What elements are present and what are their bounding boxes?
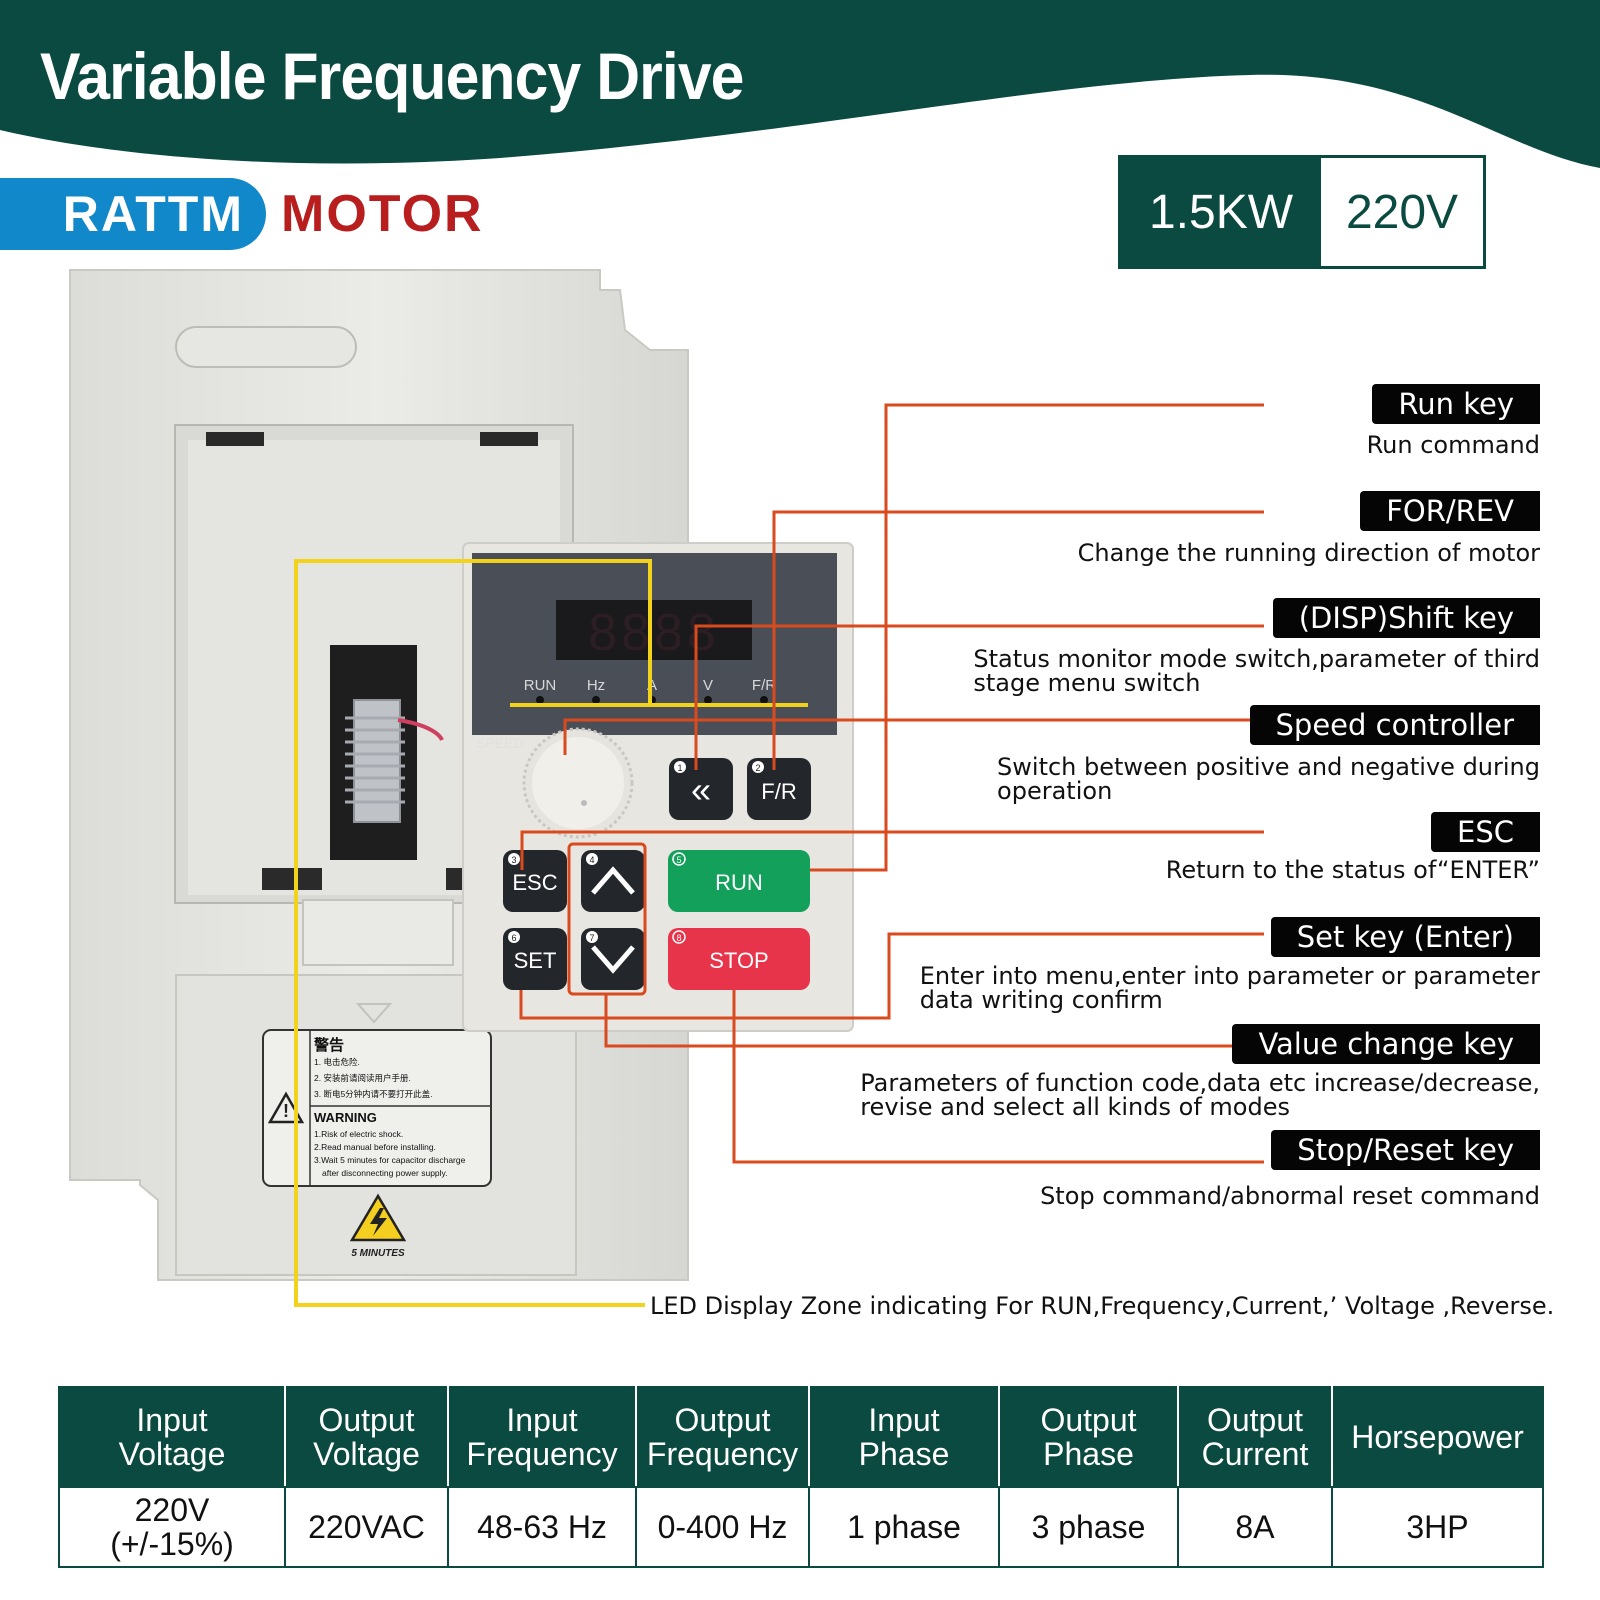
callout-set-key: Set key (Enter) — [1270, 917, 1540, 957]
brand-name: RATTM — [62, 186, 244, 242]
svg-text:SET: SET — [514, 948, 557, 973]
vfd-device-illustration: ! 警告 1. 电击危险. 2. 安装前请阅读用户手册. 3. 断电5分钟内请不… — [69, 269, 1264, 1307]
svg-text:3: 3 — [511, 855, 516, 865]
indicator-hz: Hz — [587, 677, 605, 694]
shift-key[interactable]: « 1 — [669, 758, 733, 820]
callout-stop-reset-key: Stop/Reset key — [1271, 1130, 1540, 1170]
svg-text:5 MINUTES: 5 MINUTES — [351, 1248, 405, 1259]
up-key[interactable]: 4 — [581, 850, 645, 912]
svg-text:3. 断电5分钟内请不要打开此盖.: 3. 断电5分钟内请不要打开此盖. — [314, 1089, 433, 1099]
callout-esc-desc: Return to the status of“ENTER” — [1165, 856, 1540, 884]
callout-speed-controller: Speed controller — [1249, 705, 1540, 745]
callout-shift-key-desc: Status monitor mode switch,parameter of … — [973, 645, 1540, 697]
brand-logo-badge: RATTM — [0, 178, 266, 250]
callout-set-key-desc: Enter into menu,enter into parameter or … — [919, 962, 1540, 1014]
spec-table: Input Voltage Output Voltage Input Frequ… — [58, 1386, 1544, 1568]
callout-for-rev: FOR/REV — [1360, 491, 1540, 531]
set-key[interactable]: SET 6 — [503, 928, 567, 990]
run-key[interactable]: RUN 5 — [668, 850, 810, 912]
header-banner — [0, 0, 1600, 168]
svg-text:after disconnecting power supp: after disconnecting power supply. — [322, 1168, 448, 1178]
esc-key[interactable]: ESC 3 — [503, 850, 567, 912]
svg-text:7: 7 — [589, 933, 594, 943]
header-input-voltage: Input Voltage — [58, 1386, 286, 1488]
svg-text:1.Risk of electric shock.: 1.Risk of electric shock. — [314, 1129, 403, 1139]
svg-text:STOP: STOP — [709, 948, 769, 973]
callout-for-rev-desc: Change the running direction of motor — [1077, 539, 1540, 567]
svg-text:RUN: RUN — [715, 870, 763, 895]
spec-table-value-row: 220V (+/-15%) 220VAC 48-63 Hz 0-400 Hz 1… — [58, 1486, 1544, 1568]
status-indicators: RUN Hz A V F/R — [524, 677, 776, 694]
power-rating: 1.5KW — [1121, 158, 1321, 266]
callout-lines — [519, 403, 1264, 1164]
header-input-frequency: Input Frequency — [447, 1386, 637, 1488]
warning-label: ! 警告 1. 电击危险. 2. 安装前请阅读用户手册. 3. 断电5分钟内请不… — [262, 1029, 492, 1259]
svg-text:1: 1 — [677, 763, 682, 773]
led-digits: 8888 — [588, 604, 720, 662]
header-output-current: Output Current — [1177, 1386, 1333, 1488]
rating-box: 1.5KW 220V — [1118, 155, 1486, 269]
down-key[interactable]: 7 — [581, 928, 645, 990]
warning-en-title: WARNING — [314, 1110, 377, 1125]
indicator-fr: F/R — [752, 677, 776, 694]
svg-text:8: 8 — [676, 933, 681, 943]
value-input-frequency: 48-63 Hz — [447, 1486, 637, 1568]
callout-value-change-key-desc: Parameters of function code,data etc inc… — [860, 1069, 1540, 1121]
svg-text:F/R: F/R — [761, 779, 796, 804]
svg-text:«: « — [691, 769, 711, 810]
callout-shift-key: (DISP)Shift key — [1272, 598, 1540, 638]
speed-knob[interactable] — [522, 727, 634, 839]
svg-text:6: 6 — [511, 933, 516, 943]
header-input-phase: Input Phase — [808, 1386, 1000, 1488]
speed-label: SPEED — [476, 735, 523, 751]
svg-text:3.Wait 5 minutes for capacitor: 3.Wait 5 minutes for capacitor discharge — [314, 1155, 466, 1165]
callout-esc: ESC — [1431, 812, 1540, 852]
fr-key[interactable]: F/R 2 — [747, 758, 811, 820]
callout-speed-controller-desc: Switch between positive and negative dur… — [997, 753, 1540, 805]
value-output-voltage: 220VAC — [284, 1486, 449, 1568]
led-display — [556, 600, 752, 660]
brand-suffix: MOTOR — [281, 185, 484, 243]
voltage-rating: 220V — [1321, 158, 1483, 266]
header-horsepower: Horsepower — [1331, 1386, 1544, 1488]
value-output-phase: 3 phase — [998, 1486, 1179, 1568]
header-output-voltage: Output Voltage — [284, 1386, 449, 1488]
svg-text:!: ! — [283, 1101, 289, 1121]
svg-text:2. 安装前请阅读用户手册.: 2. 安装前请阅读用户手册. — [314, 1073, 411, 1083]
stop-key[interactable]: STOP 8 — [668, 928, 810, 990]
svg-text:ESC: ESC — [512, 870, 557, 895]
value-input-voltage: 220V (+/-15%) — [58, 1486, 286, 1568]
header-output-phase: Output Phase — [998, 1386, 1179, 1488]
header-output-frequency: Output Frequency — [635, 1386, 810, 1488]
value-horsepower: 3HP — [1331, 1486, 1544, 1568]
svg-text:2: 2 — [755, 763, 760, 773]
led-zone-note: LED Display Zone indicating For RUN,Freq… — [650, 1292, 1555, 1320]
spec-table-header-row: Input Voltage Output Voltage Input Frequ… — [58, 1386, 1544, 1488]
value-output-current: 8A — [1177, 1486, 1333, 1568]
svg-text:4: 4 — [589, 855, 594, 865]
value-input-phase: 1 phase — [808, 1486, 1000, 1568]
indicator-run: RUN — [524, 677, 557, 694]
callout-run-key-desc: Run command — [1366, 431, 1540, 459]
svg-text:1. 电击危险.: 1. 电击危险. — [314, 1057, 360, 1067]
warning-cn-title: 警告 — [313, 1036, 344, 1054]
page-title: Variable Frequency Drive — [40, 39, 744, 113]
svg-text:5: 5 — [676, 855, 681, 865]
svg-text:2.Read manual before installin: 2.Read manual before installing. — [314, 1142, 436, 1152]
callout-run-key: Run key — [1372, 384, 1540, 424]
led-zone-marker — [294, 559, 808, 1307]
callout-stop-reset-key-desc: Stop command/abnormal reset command — [1040, 1182, 1540, 1210]
indicator-v: V — [703, 677, 713, 694]
value-output-frequency: 0-400 Hz — [635, 1486, 810, 1568]
callout-value-change-key: Value change key — [1232, 1024, 1540, 1064]
